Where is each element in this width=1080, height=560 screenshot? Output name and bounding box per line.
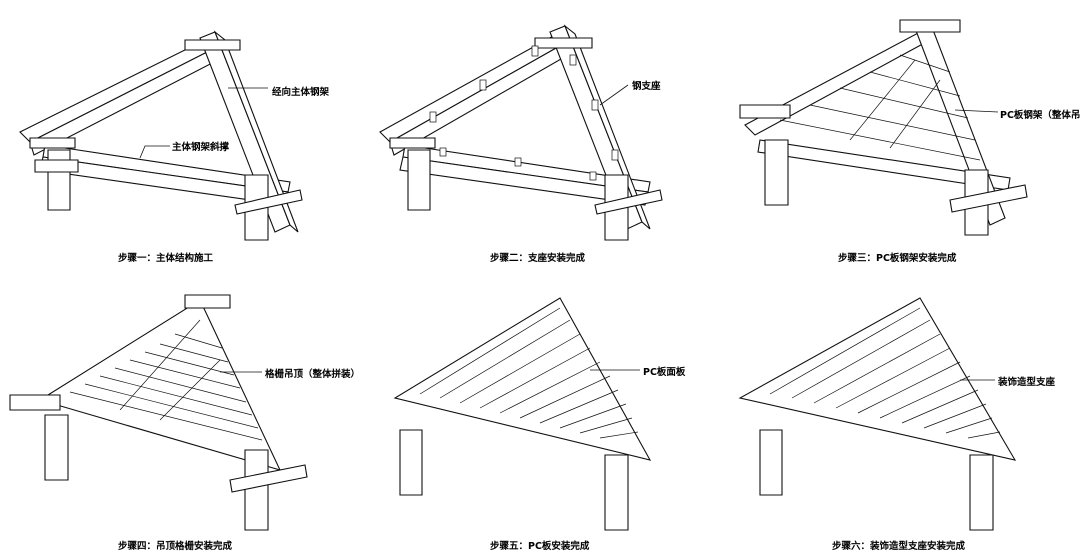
steel-support-icons [429,45,619,181]
callout-steel-support: 钢支座 [632,81,661,92]
callout-main-steel-frame: 经向主体钢架 [272,87,330,98]
step1-caption: 步骤一：主体结构施工 [118,253,214,264]
step3-structure-drawing [739,19,1028,236]
step1-panel: 经向主体钢架 主体钢架斜撑 步骤一：主体结构施工 [0,0,360,280]
callout-pc-frame: PC板钢架（整体吊装） [1000,110,1080,121]
step5-structure-drawing [393,297,652,531]
step2-structure-drawing [379,24,663,241]
step6-panel: 装饰造型支座 步骤六：装饰造型支座安装完成 [720,280,1080,560]
step6-caption: 步骤六：装饰造型支座安装完成 [832,541,966,552]
pc-frame-grid [779,54,981,161]
step6-structure-drawing [738,297,1017,531]
step2-caption: 步骤二：支座安装完成 [490,253,586,264]
step4-structure-drawing [9,294,308,531]
callout-ceiling-grille: 格栅吊顶（整体拼装） [265,369,361,380]
step5-caption: 步骤五：PC板安装完成 [490,541,590,552]
step1-structure-drawing [19,30,303,241]
callout-pc-panel: PC板面板 [643,367,686,378]
pc-panel-ribs [419,307,639,439]
ceiling-grille-slats [69,319,263,441]
callout-decorative-support: 装饰造型支座 [998,377,1056,388]
step2-panel: 钢支座 步骤二：支座安装完成 [360,0,720,280]
callout-diagonal-brace: 主体钢架斜撑 [172,142,230,153]
step3-panel: PC板钢架（整体吊装） 步骤三：PC板钢架安装完成 [720,0,1080,280]
step4-panel: 格栅吊顶（整体拼装） 步骤四：吊顶格栅安装完成 [0,280,360,560]
step3-caption: 步骤三：PC板钢架安装完成 [838,253,957,264]
pc-panel-ribs-finished [769,307,1001,439]
step5-panel: PC板面板 步骤五：PC板安装完成 [360,280,720,560]
step4-caption: 步骤四：吊顶格栅安装完成 [118,541,233,552]
